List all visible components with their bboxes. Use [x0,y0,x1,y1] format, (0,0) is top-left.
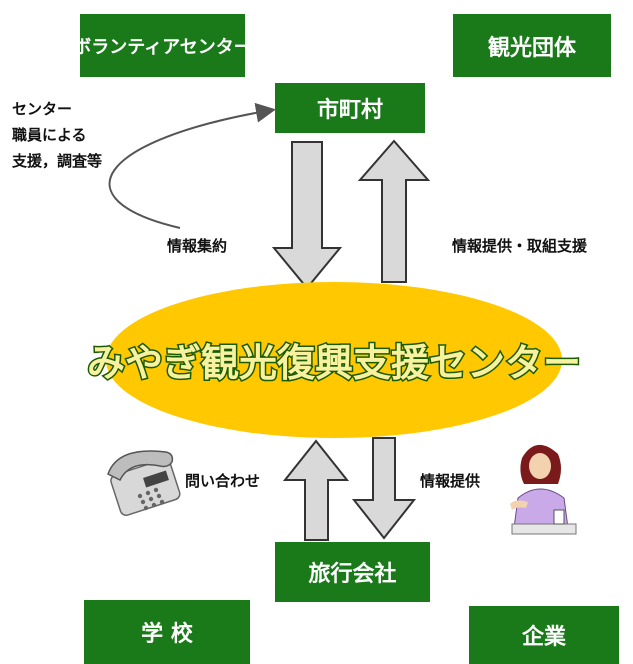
volunteer-center-box: ボランティアセンター [73,14,252,77]
up-arrow-inquiry [282,439,350,541]
info-support-label: 情報提供・取組支援 [452,237,588,255]
travel-agency-label: 旅行会社 [308,562,397,587]
municipalities-box: 市町村 [275,83,425,133]
school-label: 学 校 [141,622,193,647]
side-note: センター 職員による 支援，調査等 [12,96,102,174]
down-arrow-collect [271,141,343,290]
info-collection-label: 情報集約 [167,237,228,255]
info-provision-label: 情報提供 [420,472,481,490]
side-note-line-2: 職員による [12,126,87,144]
up-arrow-support [357,139,431,283]
support-curve-arrow [108,102,276,229]
volunteer-center-label: ボランティアセンター [73,36,252,58]
company-box: 企業 [469,606,619,664]
school-box: 学 校 [84,600,250,664]
tourism-groups-box: 観光団体 [453,14,611,77]
municipalities-label: 市町村 [316,98,383,123]
side-note-line-3: 支援，調査等 [12,152,103,170]
company-label: 企業 [521,625,566,650]
telephone-icon [107,450,181,517]
receptionist-icon [510,444,577,535]
center-title: みやぎ観光復興支援センター [87,341,581,385]
travel-agency-box: 旅行会社 [275,542,430,602]
side-note-line-1: センター [12,100,73,118]
center-ellipse [106,282,562,438]
down-arrow-provision [351,437,417,540]
inquiry-label: 問い合わせ [185,472,261,490]
tourism-groups-label: 観光団体 [487,35,576,61]
